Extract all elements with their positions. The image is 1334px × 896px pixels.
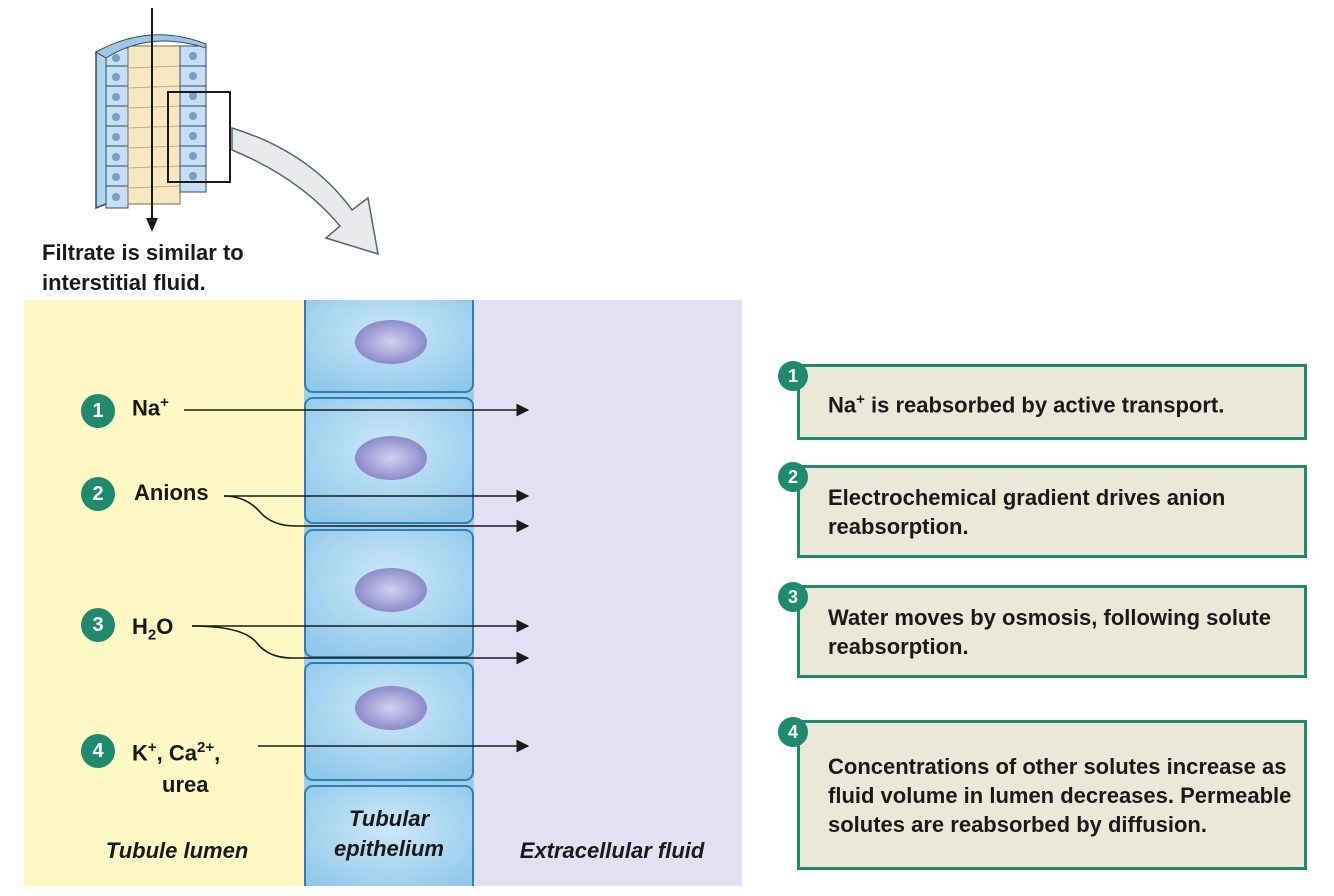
cell-nuclei [355,320,427,730]
description-3-text: Water moves by osmosis, following solute… [828,604,1271,659]
tubule-lumen-region [24,300,304,886]
step-3-badge: 3 [81,608,115,642]
anion-paracellular-arrow [223,495,530,533]
description-1-badge: 1 [778,361,808,391]
nucleus [355,686,427,730]
tubule-illustration [95,8,379,256]
epithelial-cell [304,785,474,886]
solute-other-label: K+, Ca2+, urea [132,739,221,798]
solute-na-label: Na+ [132,394,169,421]
filtrate-caption: Filtrate is similar to interstitial flui… [42,238,244,298]
step-1-badge: 1 [81,394,115,428]
solute-anions-label: Anions [134,480,209,505]
solute-water-label: H2O [132,614,174,644]
reabsorption-diagram [24,300,742,886]
description-box-4: 4 Concentrations of other solutes increa… [778,717,1307,870]
nucleus [355,568,427,612]
tubule-lumen-label: Tubule lumen [105,838,249,863]
description-2-badge: 2 [778,462,808,492]
description-box-1: 1 Na+ is reabsorbed by active transport. [778,361,1307,440]
description-4-text: Concentrations of other solutes increase… [828,753,1292,837]
zoom-box [167,91,231,183]
nucleus [355,436,427,480]
description-4-badge: 4 [778,717,808,747]
step-4-badge: 4 [81,734,115,768]
nucleus [355,320,427,364]
epithelium-label-line-1: Tubular [348,806,430,831]
description-2-text: Electrochemical gradient drives anion re… [828,484,1226,539]
zoom-arrow [231,126,379,256]
extracellular-fluid-region [474,300,742,886]
water-paracellular-arrow [191,625,530,665]
extracellular-fluid-label: Extracellular fluid [519,838,705,863]
caption-line-1: Filtrate is similar to [42,240,244,265]
tubular-epithelium-label: Tubular epithelium [304,804,474,864]
epithelium-label-line-2: epithelium [333,836,444,861]
description-box-3: 3 Water moves by osmosis, following solu… [778,582,1307,678]
step-2-badge: 2 [81,477,115,511]
caption-line-2: interstitial fluid. [42,270,206,295]
description-3-badge: 3 [778,582,808,612]
tubule-left-wall [95,38,129,210]
description-box-2: 2 Electrochemical gradient drives anion … [778,462,1307,558]
description-1-text: Na+ is reabsorbed by active transport. [828,390,1225,418]
